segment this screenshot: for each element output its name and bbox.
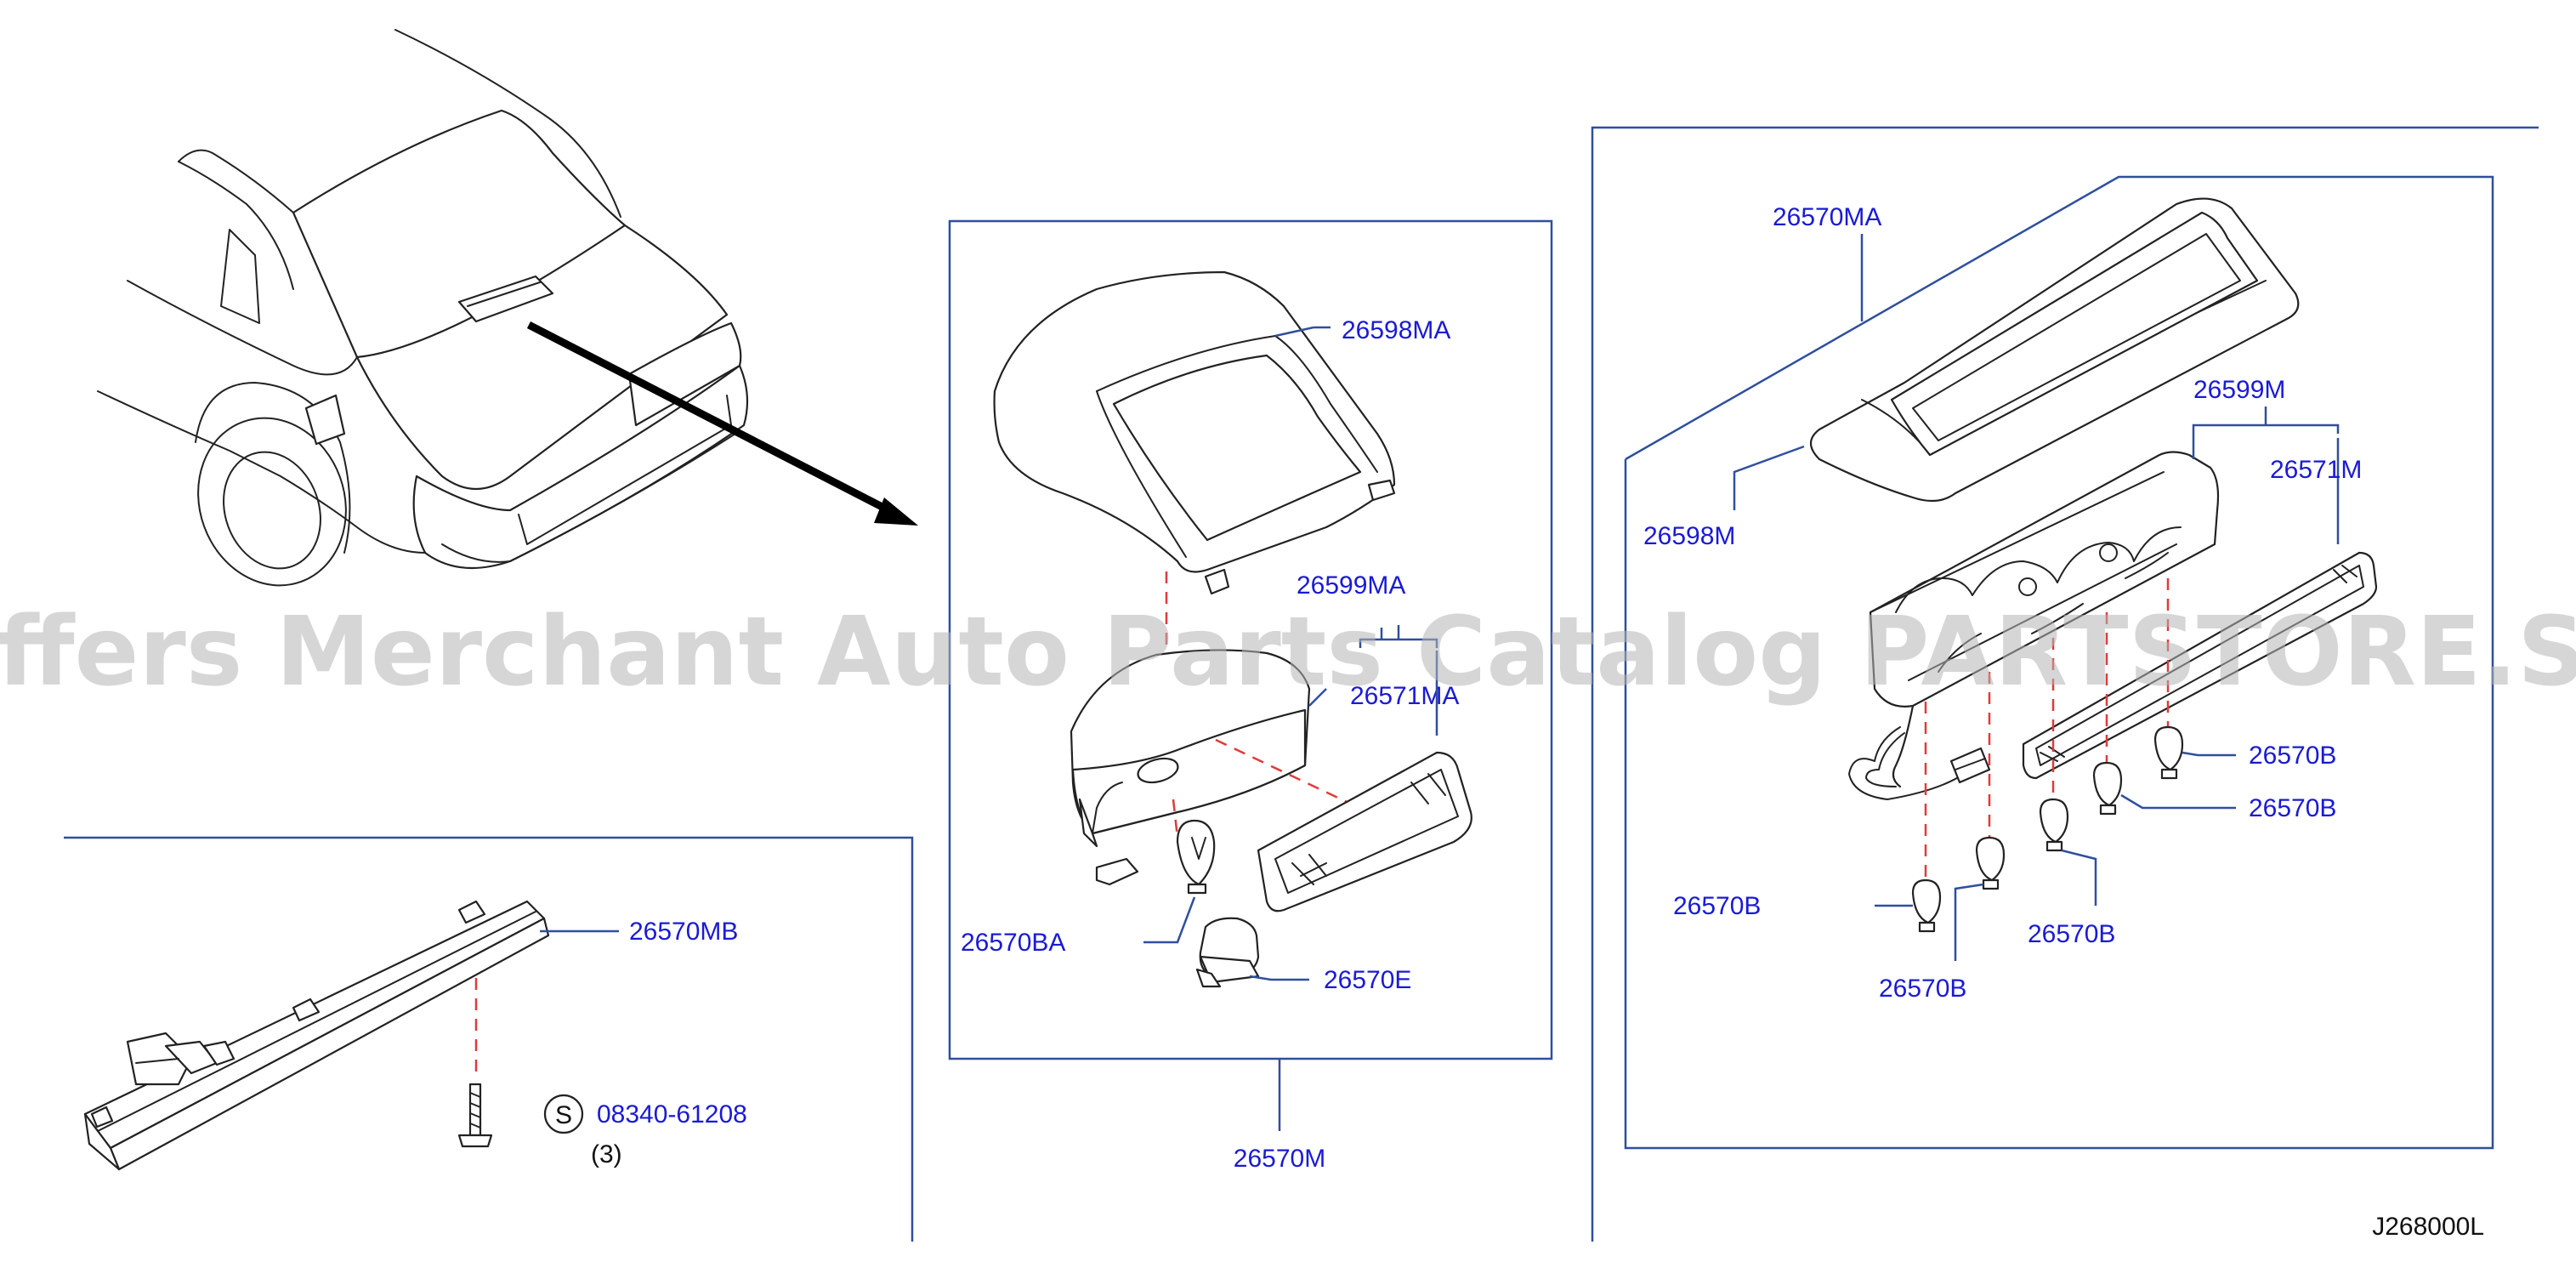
callout-26570B-1: 26570B [2249, 742, 2336, 770]
callout-26570B-2: 26570B [2249, 794, 2336, 822]
callout-26598M: 26598M [1643, 522, 1735, 550]
callout-26598MA: 26598MA [1342, 316, 1450, 344]
bulb-1 [1911, 878, 1942, 933]
section-right: 26570MA 26598M 26599M 26571M [1591, 126, 2539, 1242]
section-26570M: 26570M 26598MA 26599MA 26571MA [948, 219, 1553, 1173]
callout-26570BA: 26570BA [961, 929, 1065, 957]
callout-26571MA: 26571MA [1350, 682, 1459, 710]
watermark-text: Offers Merchant Auto Parts Catalog PARTS… [0, 597, 2576, 708]
callout-26570MA: 26570MA [1773, 203, 1881, 231]
callout-26570E: 26570E [1324, 966, 1411, 994]
section-26570MB: S 26570MB 08340-61208 (3) [64, 836, 914, 1242]
callout-26570B-4: 26570B [1879, 975, 1966, 1003]
bulb-3 [2039, 798, 2069, 852]
callout-26571M: 26571M [2270, 456, 2362, 484]
callout-bolt-part: 08340-61208 [597, 1100, 747, 1128]
bulb-2 [1975, 836, 2006, 890]
bulb-4 [2092, 761, 2123, 816]
callout-26599M: 26599M [2193, 376, 2285, 404]
car-rear-illustration [97, 29, 918, 587]
callout-26570B-3: 26570B [2028, 920, 2115, 948]
bolt-symbol: S [555, 1101, 572, 1129]
callout-bolt-qty: (3) [591, 1140, 622, 1168]
diagram-code: J268000L [2372, 1213, 2484, 1241]
callout-26570B-5: 26570B [1673, 892, 1761, 920]
callout-26570M: 26570M [1234, 1145, 1325, 1173]
bulb-5 [2153, 725, 2184, 780]
callout-26570MB: 26570MB [629, 918, 738, 946]
callout-26599MA: 26599MA [1297, 571, 1405, 600]
